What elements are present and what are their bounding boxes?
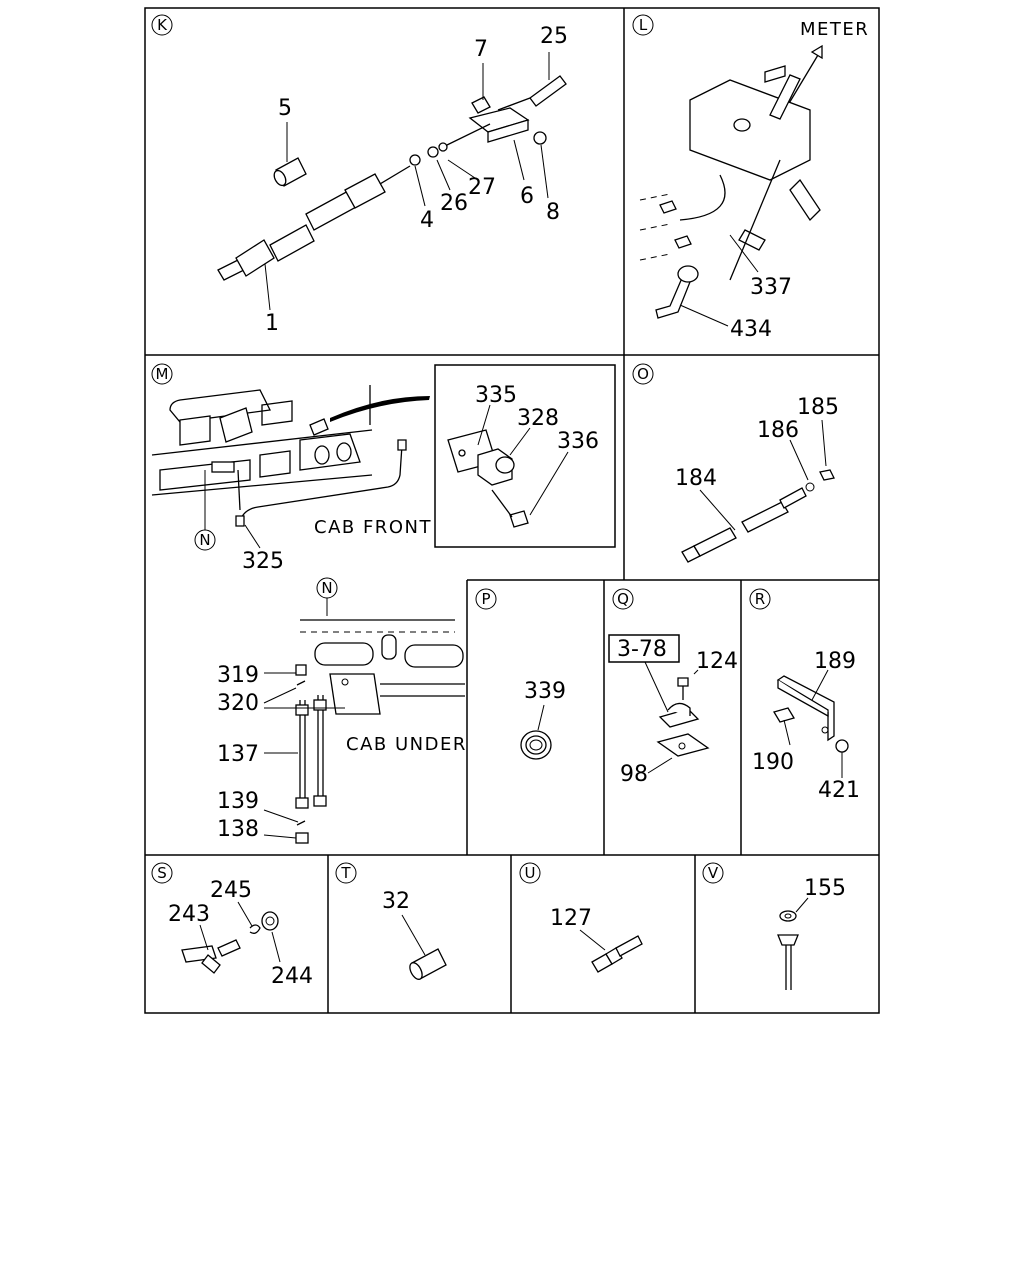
label-319: 319 <box>217 663 259 688</box>
label-336: 336 <box>557 429 599 454</box>
panel-u-badge: U <box>519 862 541 884</box>
label-337: 337 <box>750 275 792 300</box>
bracket-inset: 335 328 336 <box>434 364 616 548</box>
label-27: 27 <box>468 175 496 200</box>
label-127: 127 <box>550 906 592 931</box>
label-325: 325 <box>242 549 284 574</box>
svg-text:S: S <box>157 864 167 882</box>
label-5: 5 <box>278 96 292 121</box>
cable-assembly-drawing <box>217 75 567 281</box>
panel-q: Q 3-78 124 98 <box>608 588 738 787</box>
label-4: 4 <box>420 208 434 233</box>
svg-text:L: L <box>639 16 648 34</box>
label-26: 26 <box>440 191 468 216</box>
panel-k-badge: K <box>151 14 173 36</box>
panel-m: M N 325 <box>151 363 616 574</box>
svg-text:P: P <box>481 590 490 608</box>
cab-under-caption: CAB UNDER <box>346 734 467 755</box>
panel-r: R 189 190 421 <box>749 588 860 803</box>
clip-drawing <box>656 677 710 757</box>
label-186: 186 <box>757 418 799 443</box>
cab-front-caption: CAB FRONT <box>314 517 432 538</box>
n-ref-badge: N <box>194 529 216 551</box>
label-243: 243 <box>168 902 210 927</box>
panel-n: N 319 <box>217 577 467 844</box>
label-244: 244 <box>271 964 313 989</box>
label-245: 245 <box>210 878 252 903</box>
label-335: 335 <box>475 383 517 408</box>
grommet-drawing <box>520 730 552 760</box>
panel-o: O 185 186 184 <box>632 363 839 563</box>
label-184: 184 <box>675 466 717 491</box>
stud-drawing <box>777 910 799 990</box>
panel-r-badge: R <box>749 588 771 610</box>
connector-drawing <box>591 935 643 973</box>
label-8: 8 <box>546 200 560 225</box>
svg-text:N: N <box>321 579 332 597</box>
cab-under-drawing <box>295 619 465 844</box>
label-124: 124 <box>696 649 738 674</box>
label-6: 6 <box>520 184 534 209</box>
panel-p-badge: P <box>475 588 497 610</box>
bracket-drawing <box>773 675 849 753</box>
svg-text:R: R <box>755 590 765 608</box>
sleeve-drawing <box>409 948 447 980</box>
svg-text:O: O <box>637 365 649 383</box>
svg-text:T: T <box>340 864 351 882</box>
panel-n-badge: N <box>316 577 338 599</box>
label-189: 189 <box>814 649 856 674</box>
label-7: 7 <box>474 37 488 62</box>
panel-s: S 245 243 244 <box>151 862 313 989</box>
label-190: 190 <box>752 750 794 775</box>
label-25: 25 <box>540 24 568 49</box>
meter-callout: METER <box>800 19 869 40</box>
label-185: 185 <box>797 395 839 420</box>
panel-grid <box>144 7 880 1014</box>
label-339: 339 <box>524 679 566 704</box>
label-138: 138 <box>217 817 259 842</box>
cab-front-drawing <box>151 385 430 527</box>
label-137: 137 <box>217 742 259 767</box>
label-328: 328 <box>517 406 559 431</box>
label-139: 139 <box>217 789 259 814</box>
panel-p: P 339 <box>475 588 566 760</box>
panel-o-badge: O <box>632 363 654 385</box>
svg-text:M: M <box>156 365 169 383</box>
panel-v: V 155 <box>702 862 846 990</box>
panel-t: T 32 <box>335 862 447 980</box>
panel-k: K <box>151 14 568 336</box>
label-1: 1 <box>265 311 279 336</box>
panel-m-badge: M <box>151 363 173 385</box>
ref-box-label: 3-78 <box>617 637 667 662</box>
panel-l: L METER 337 434 <box>632 14 869 342</box>
svg-text:Q: Q <box>617 590 629 608</box>
label-98: 98 <box>620 762 648 787</box>
label-421: 421 <box>818 778 860 803</box>
label-320: 320 <box>217 691 259 716</box>
panel-v-badge: V <box>702 862 724 884</box>
pedal-assembly-drawing <box>639 65 821 319</box>
panel-s-badge: S <box>151 862 173 884</box>
panel-u: U 127 <box>519 862 643 973</box>
label-32: 32 <box>382 889 410 914</box>
label-434: 434 <box>730 317 772 342</box>
pipe-drawing <box>681 469 835 563</box>
ref-box-3-78 <box>608 634 680 663</box>
panel-t-badge: T <box>335 862 357 884</box>
panel-l-badge: L <box>632 14 654 36</box>
panel-q-badge: Q <box>612 588 634 610</box>
label-155: 155 <box>804 876 846 901</box>
svg-text:V: V <box>708 864 719 882</box>
svg-text:N: N <box>199 531 210 549</box>
svg-text:K: K <box>157 16 168 34</box>
svg-text:U: U <box>525 864 536 882</box>
